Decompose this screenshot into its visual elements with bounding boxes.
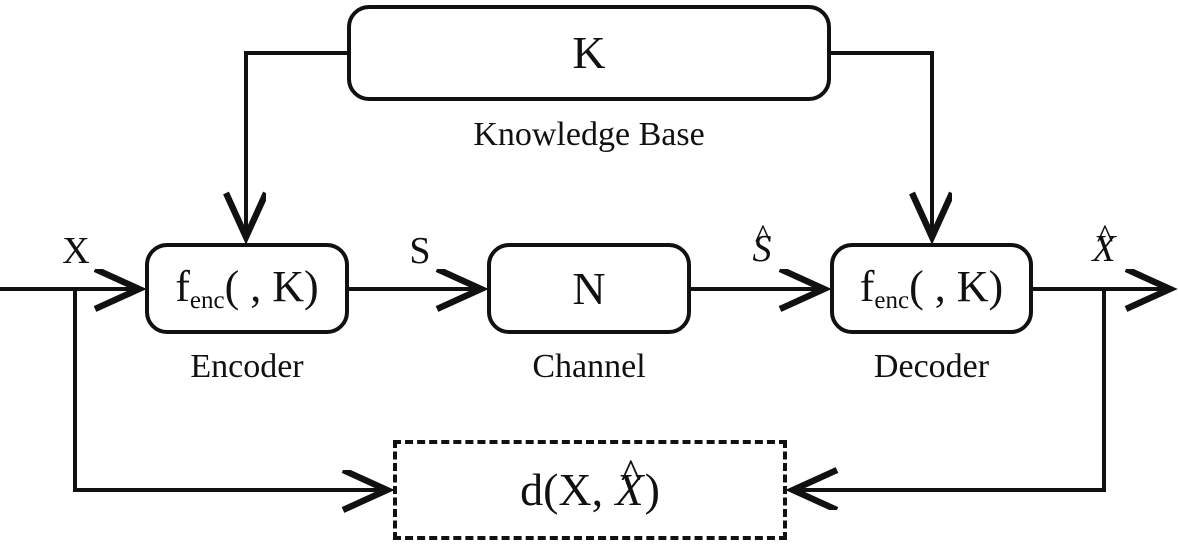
channel-caption: Channel [532,348,646,385]
knowledge-base-caption: Knowledge Base [473,116,705,153]
channel-symbol: N [572,262,606,314]
received-s-hat-symbol: ^S [752,219,773,270]
edge-input-to-distortion [73,289,385,490]
distortion-formula: d(X, ^X) [520,453,660,515]
encoder-formula-prefix: f [175,261,190,311]
encoder-node[interactable]: fenc( , K) [145,243,349,334]
output-x-hat-symbol: ^X [1092,219,1117,270]
decoder-formula-suffix: ( , K) [909,261,1004,311]
distortion-formula-suffix: ) [644,464,660,515]
label-output-x-hat: ^X [1074,219,1134,270]
distortion-xhat-mark: ^ [620,451,641,499]
edge-kb-to-encoder [246,51,347,235]
label-received-s-hat: ^S [732,219,792,270]
encoder-formula-subscript: enc [189,286,225,314]
decoder-caption: Decoder [873,348,990,385]
received-s-hat-base: S [752,228,772,270]
encoder-formula-suffix: ( , K) [224,261,319,311]
edge-kb-to-decoder [831,51,932,235]
decoder-node[interactable]: fenc( , K) [830,243,1033,334]
knowledge-base-symbol: K [572,27,606,78]
decoder-formula-prefix: f [859,261,875,311]
label-input-x: X [62,230,90,272]
knowledge-base-node[interactable]: K [347,5,831,101]
distortion-formula-prefix: d(X, [520,464,615,515]
decoder-formula-subscript: enc [874,286,910,314]
distortion-node[interactable]: d(X, ^X) [393,440,787,540]
decoder-formula: fenc( , K) [859,261,1004,314]
edge-output-to-distortion [795,289,1106,490]
output-x-hat-base: X [1092,228,1116,270]
encoder-formula: fenc( , K) [175,261,319,314]
label-encoded-s: S [409,230,431,272]
received-s-hat-mark: ^ [754,216,772,256]
channel-node[interactable]: N [487,243,691,334]
distortion-xhat-symbol: ^X [615,453,645,515]
output-x-hat-mark: ^ [1096,216,1114,256]
encoder-caption: Encoder [190,348,304,385]
distortion-xhat-base: X [615,464,644,515]
